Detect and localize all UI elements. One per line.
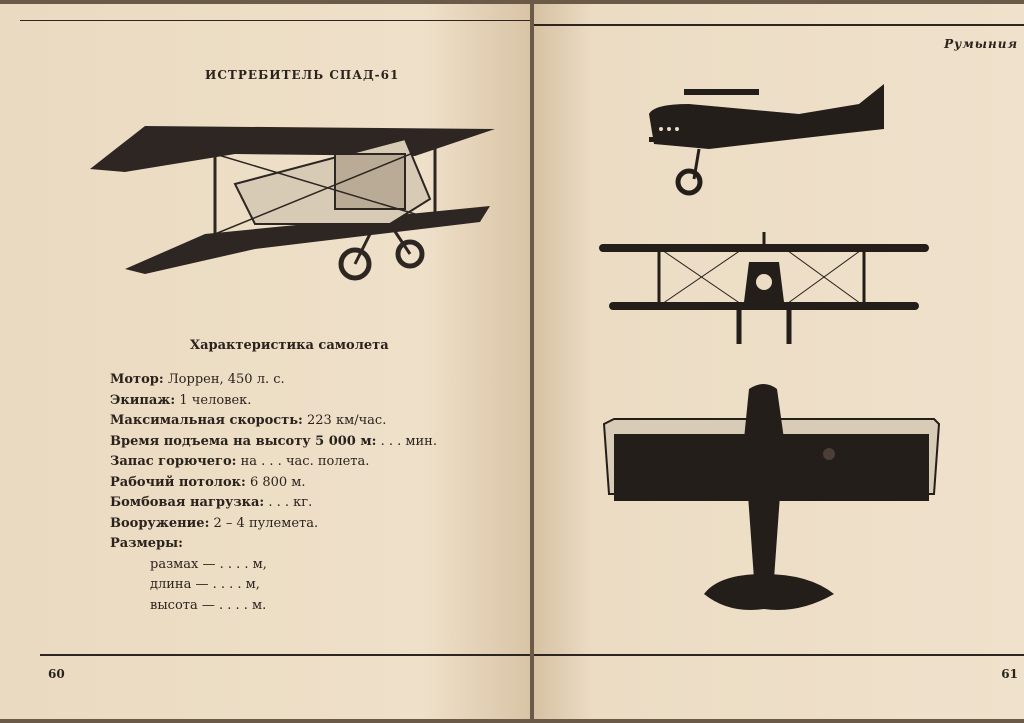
dim-length: длина — . . . . м, [150,577,260,592]
bottom-rule [40,654,530,656]
running-head: Румыния [944,37,1018,51]
right-page: Румыния 61 [534,4,1024,719]
spec-ceiling: Рабочий потолок: 6 800 м. [110,473,437,494]
top-rule [20,20,530,21]
spec-crew: Экипаж: 1 человек. [110,391,437,412]
spec-armament: Вооружение: 2 – 4 пулемета. [110,514,437,535]
spec-dimensions: Размеры: [110,534,437,555]
spec-label: Мотор: [110,372,164,387]
spec-label: Запас горючего: [110,454,237,469]
spec-value: 223 км/час. [302,413,387,428]
spec-fuel: Запас горючего: на . . . час. полета. [110,452,437,473]
top-view-silhouette [602,384,941,610]
spec-value: . . . мин. [376,433,437,449]
biplane-perspective-illustration [90,126,495,281]
spec-label: Вооружение: [110,515,210,531]
spec-bomb-load: Бомбовая нагрузка: . . . кг. [110,493,437,514]
spec-climb-time: Время подъема на высоту 5 000 м: . . . м… [110,432,437,453]
bottom-rule [534,654,1024,656]
page-number: 61 [1001,667,1018,681]
spec-value: Лоррен, 450 л. с. [163,372,285,387]
spec-label: Максимальная скорость: [110,413,303,428]
spec-label: Бомбовая нагрузка: [110,495,265,510]
section-title: Характеристика самолета [190,338,389,353]
page-number: 60 [48,667,65,681]
spec-value: на . . . час. полета. [236,454,370,469]
spec-list: Мотор: Лоррен, 450 л. с. Экипаж: 1 челов… [110,370,437,616]
top-rule [534,24,1024,26]
spec-label: Размеры: [110,536,183,551]
spec-max-speed: Максимальная скорость: 223 км/час. [110,411,437,432]
left-page: ИСТРЕБИТЕЛЬ СПАД-61 Характеристика самол… [0,4,530,719]
page-title: ИСТРЕБИТЕЛЬ СПАД-61 [205,68,400,82]
spec-value: . . . кг. [264,495,313,510]
spec-value: 1 человек. [175,392,252,408]
dim-span: размах — . . . . м, [150,556,267,572]
spec-label: Время подъема на высоту 5 000 м: [110,433,377,449]
spec-engine: Мотор: Лоррен, 450 л. с. [110,370,437,391]
spec-value: 6 800 м. [245,474,306,490]
spec-label: Рабочий потолок: [110,474,246,490]
spec-label: Экипаж: [110,392,176,408]
side-view-silhouette [649,84,884,196]
spec-value: 2 – 4 пулемета. [209,515,319,531]
dim-height: высота — . . . . м. [150,597,267,613]
front-view-silhouette [599,232,929,344]
